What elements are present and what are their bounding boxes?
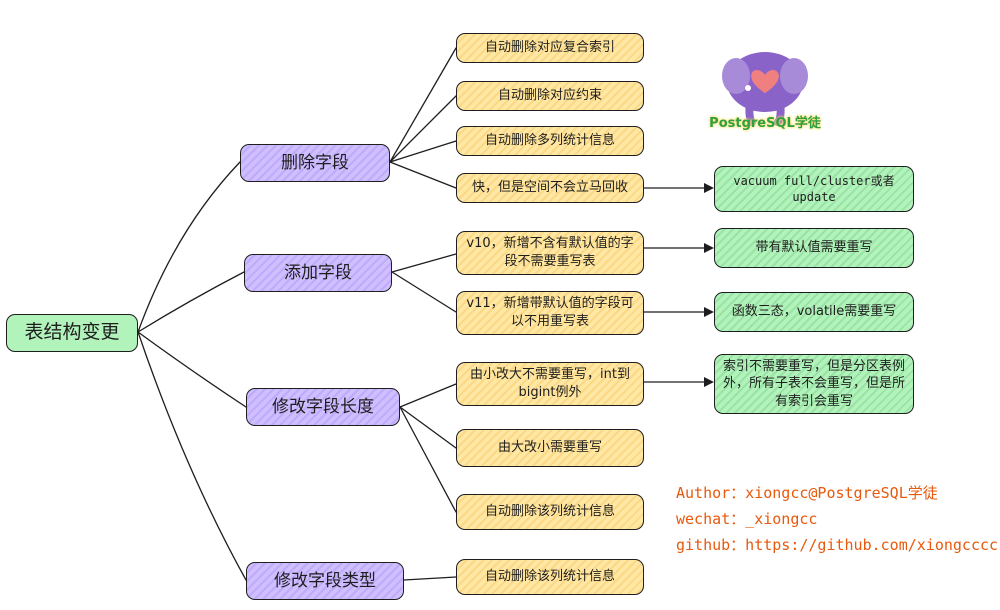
credit-wechat: wechat：_xiongcc bbox=[676, 510, 818, 528]
link-root-branch-1 bbox=[137, 161, 241, 333]
link-branch-1-leaf-1 bbox=[389, 47, 457, 163]
leaf-drop-constraint: 自动删除对应约束 bbox=[456, 81, 644, 111]
link-branch-1-leaf-2 bbox=[389, 95, 457, 163]
link-branch-4-leaf-1 bbox=[403, 576, 457, 581]
link-branch-3-leaf-2 bbox=[399, 406, 457, 449]
link-root-branch-2 bbox=[137, 271, 245, 333]
branch-alter-column-type: 修改字段类型 bbox=[246, 562, 404, 600]
leaf-drop-composite-index: 自动删除对应复合索引 bbox=[456, 33, 644, 63]
leaf-decrease-length: 由大改小需要重写 bbox=[456, 429, 644, 467]
root-node: 表结构变更 bbox=[6, 314, 138, 352]
arrowhead-4 bbox=[704, 377, 714, 387]
credit-github: github：https://github.com/xiongcccc bbox=[676, 536, 999, 554]
leaf-drop-multicolumn-stats: 自动删除多列统计信息 bbox=[456, 126, 644, 156]
arrowhead-1 bbox=[704, 183, 714, 193]
leaf-v10-add-column: v10，新增不含有默认值的字段不需要重写表 bbox=[456, 231, 644, 275]
note-volatile-rewrite: 函数三态，volatile需要重写 bbox=[714, 292, 914, 332]
note-vacuum-full: vacuum full/cluster或者update bbox=[714, 166, 914, 212]
link-branch-1-leaf-4 bbox=[389, 161, 457, 189]
elephant-heart-icon bbox=[722, 52, 808, 126]
logo-text: PostgreSQL学徒 bbox=[709, 116, 821, 131]
note-default-rewrite: 带有默认值需要重写 bbox=[714, 228, 914, 268]
link-branch-1-leaf-3 bbox=[389, 140, 457, 163]
arrowhead-2 bbox=[704, 243, 714, 253]
leaf-v11-add-column-default: v11，新增带默认值的字段可以不用重写表 bbox=[456, 291, 644, 335]
leaf-drop-column-stats-type: 自动删除该列统计信息 bbox=[456, 559, 644, 595]
leaf-drop-column-stats-length: 自动删除该列统计信息 bbox=[456, 494, 644, 530]
link-branch-2-leaf-1 bbox=[391, 253, 457, 273]
branch-drop-column: 删除字段 bbox=[240, 144, 390, 182]
link-root-branch-4 bbox=[137, 331, 247, 581]
credit-author: Author：xiongcc@PostgreSQL学徒 bbox=[676, 484, 938, 502]
branch-add-column: 添加字段 bbox=[244, 254, 392, 292]
link-root-branch-3 bbox=[137, 331, 247, 408]
note-partition-index-rewrite: 索引不需要重写，但是分区表例外，所有子表不会重写，但是所有索引会重写 bbox=[714, 354, 914, 414]
link-branch-2-leaf-2 bbox=[391, 271, 457, 313]
link-branch-3-leaf-3 bbox=[399, 406, 457, 513]
leaf-increase-length: 由小改大不需要重写，int到bigint例外 bbox=[456, 362, 644, 406]
leaf-fast-space-not-reclaimed: 快，但是空间不会立马回收 bbox=[456, 173, 644, 203]
link-branch-3-leaf-1 bbox=[399, 383, 457, 408]
arrowhead-3 bbox=[704, 307, 714, 317]
branch-alter-column-length: 修改字段长度 bbox=[246, 388, 400, 426]
